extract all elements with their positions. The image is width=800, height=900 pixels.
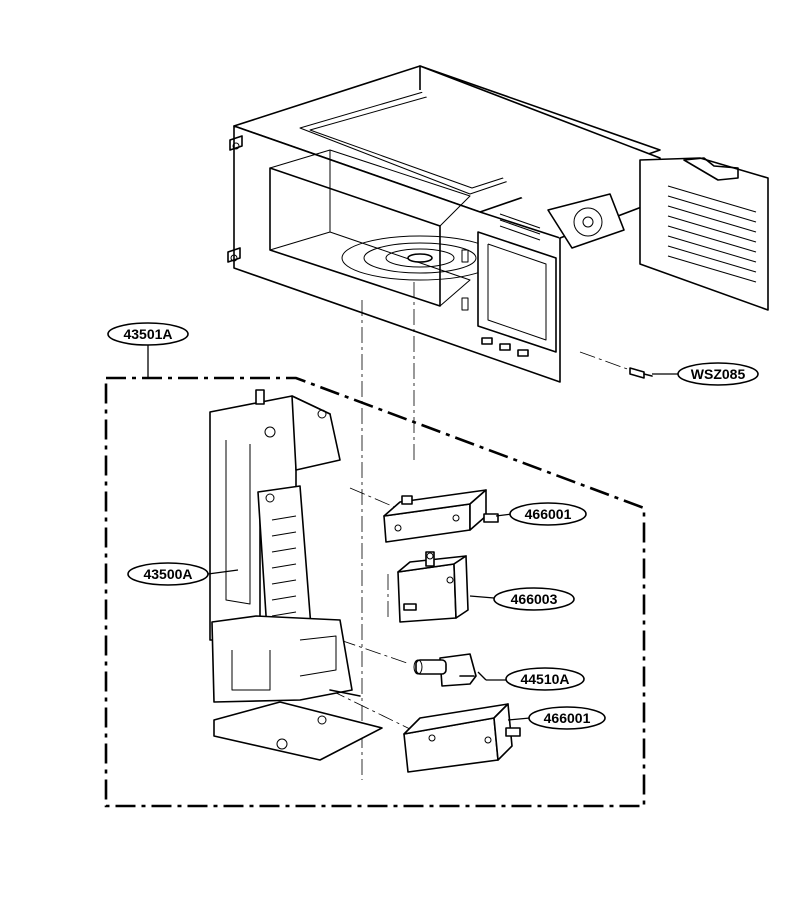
callout-switch-middle-466003: 466003: [493, 587, 575, 611]
callout-switch-lower-466001: 466001: [528, 706, 606, 730]
oven-cavity: [227, 65, 769, 383]
callout-screw-wsz085: WSZ085: [677, 362, 759, 386]
assembly-guide-lines: [329, 282, 421, 780]
callout-label: 466001: [525, 506, 572, 522]
callout-label: 43501A: [123, 326, 172, 342]
latch-lever-part: [413, 653, 477, 687]
micro-switch-middle-part: [397, 551, 469, 623]
callout-label: WSZ085: [691, 366, 746, 382]
callout-label: 44510A: [520, 671, 569, 687]
callout-assembly-43501a: 43501A: [107, 322, 189, 346]
callout-lever-44510a: 44510A: [505, 667, 585, 691]
callout-label: 43500A: [143, 566, 192, 582]
micro-switch-upper-part: [383, 489, 499, 543]
latch-board-part: [209, 389, 383, 761]
micro-switch-lower-part: [403, 703, 521, 773]
callout-latch-board-43500a: 43500A: [127, 562, 209, 586]
callout-switch-upper-466001: 466001: [509, 502, 587, 526]
leader-lines: [147, 344, 678, 721]
callout-label: 466003: [511, 591, 558, 607]
callout-label: 466001: [544, 710, 591, 726]
screw-icon: [629, 367, 653, 379]
assembly-boundary: [104, 376, 646, 808]
